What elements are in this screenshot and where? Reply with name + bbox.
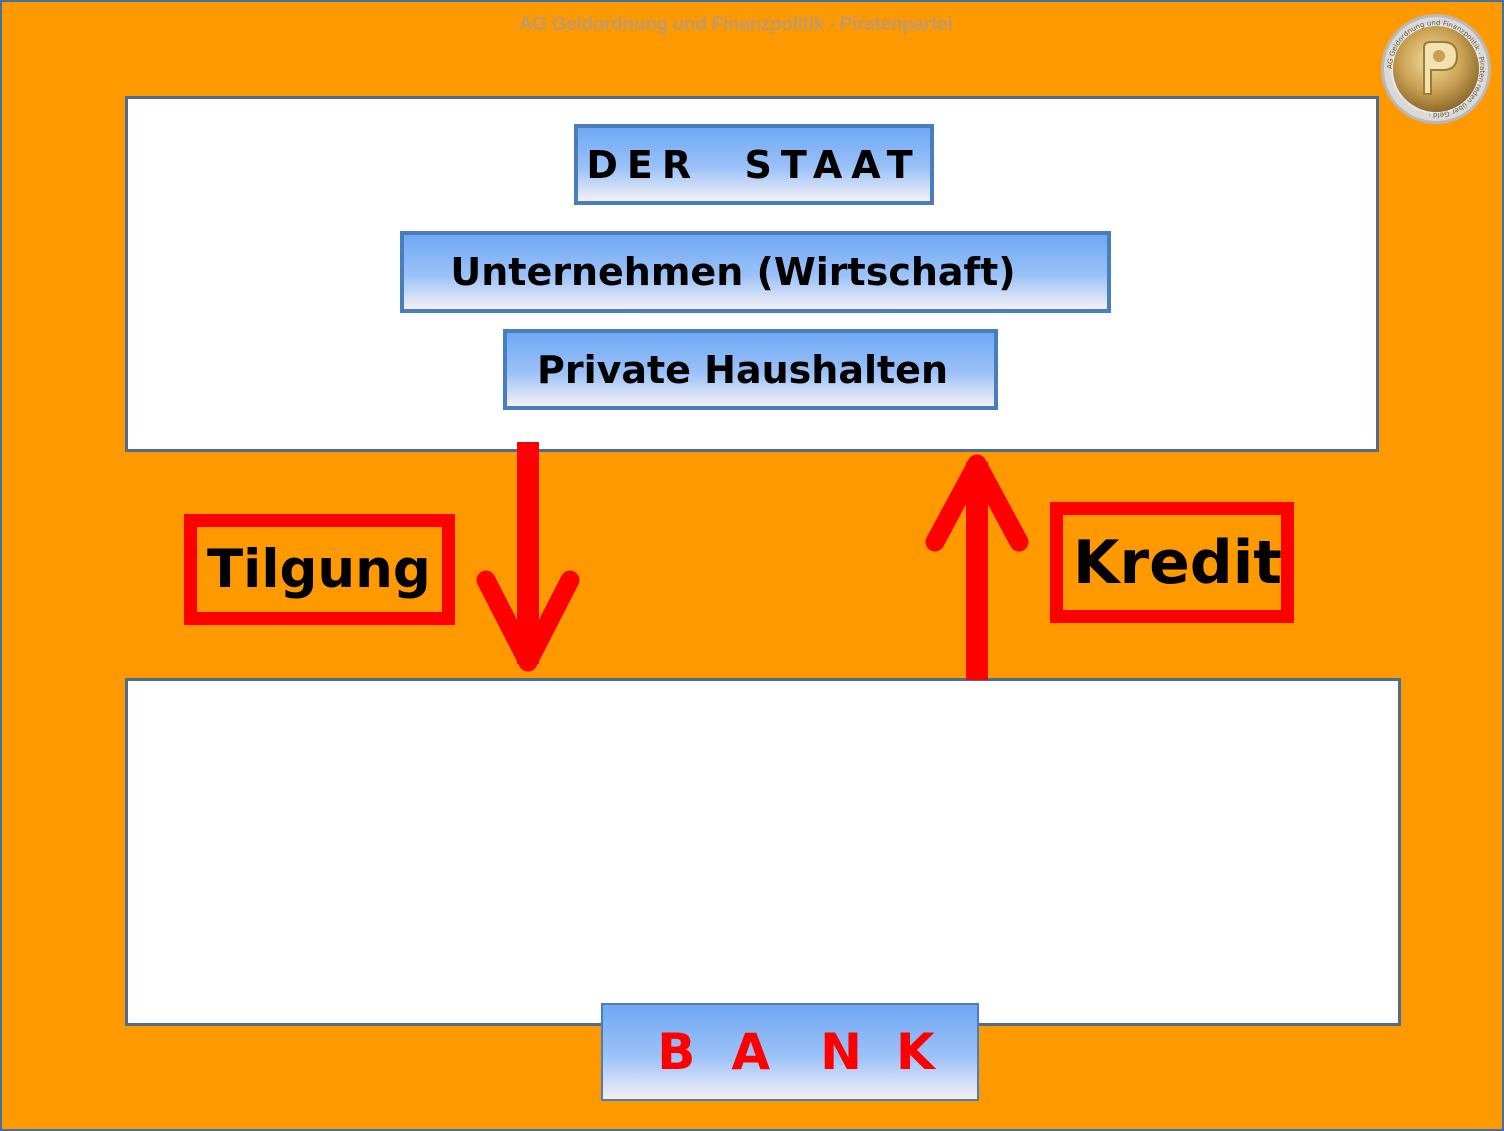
repayment-label-box: Tilgung (184, 514, 455, 625)
credit-label-box: Kredit (1050, 502, 1294, 623)
bank-title-box: B A N K (601, 1003, 979, 1101)
bank-letter: A (731, 1023, 771, 1081)
repayment-label: Tilgung (207, 539, 431, 600)
state-title-box: DER STAAT (574, 124, 934, 205)
party-seal-logo: AG Geldordnung und Finanzpolitik · Pirat… (1379, 12, 1493, 126)
bank-title: B A N K (657, 1023, 934, 1081)
repayment-arrowhead (476, 570, 580, 672)
sector-label-households: Private Haushalten (536, 347, 949, 392)
slide-header: AG Geldordnung und Finanzpolitik - Pirat… (518, 14, 953, 35)
sector-box-business: Unternehmen (Wirtschaft) (400, 231, 1111, 313)
bank-letter: K (895, 1023, 935, 1081)
credit-label: Kredit (1073, 527, 1282, 598)
bank-letter: B (657, 1023, 696, 1081)
state-title: DER STAAT (586, 142, 922, 187)
sector-box-households: Private Haushalten (503, 329, 998, 410)
bank-letter: N (820, 1023, 862, 1081)
credit-arrowhead (925, 454, 1029, 552)
sector-label-business: Unternehmen (Wirtschaft) (450, 250, 1016, 294)
